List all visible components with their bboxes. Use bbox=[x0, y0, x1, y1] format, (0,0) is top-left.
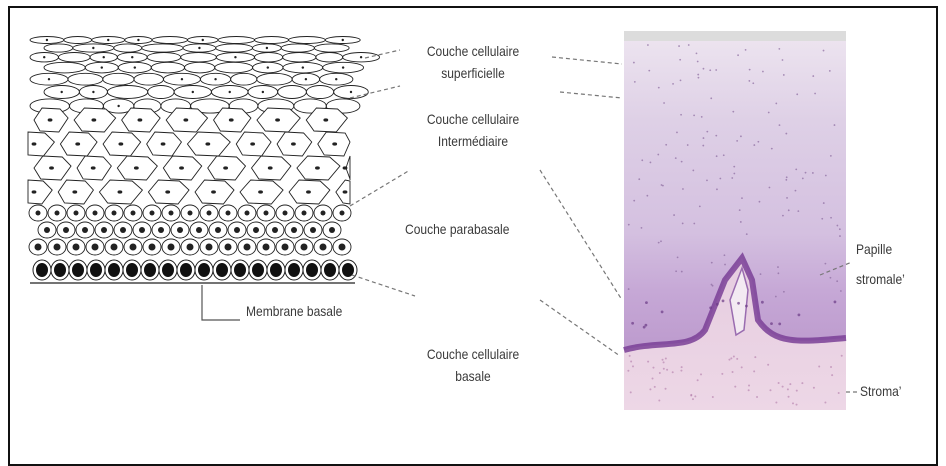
label-membrane-basale: Membrane basale bbox=[246, 300, 342, 322]
label-basal-line1: Couche cellulaire bbox=[413, 343, 533, 365]
leader-membrane bbox=[202, 285, 240, 320]
label-intermediate: Couche cellulaire Intermédiaire bbox=[417, 108, 529, 152]
label-intermediate-line2: Intermédiaire bbox=[417, 130, 529, 152]
label-superficial-line2: superficielle bbox=[417, 62, 529, 84]
label-stroma: Stroma’ bbox=[860, 380, 901, 402]
leader-basal-left bbox=[352, 275, 415, 296]
leader-basal-right bbox=[540, 300, 620, 356]
leader-papille bbox=[820, 262, 852, 275]
leader-superficial-right2 bbox=[560, 92, 622, 98]
leader-intermediate-right bbox=[540, 170, 622, 300]
label-basal: Couche cellulaire basale bbox=[413, 343, 533, 387]
label-superficial-line1: Couche cellulaire bbox=[417, 40, 529, 62]
label-papille-line1: Papille bbox=[856, 238, 905, 260]
label-superficial: Couche cellulaire superficielle bbox=[417, 40, 529, 84]
leader-superficial-left2 bbox=[350, 86, 400, 98]
leader-superficial-right bbox=[552, 57, 622, 64]
leader-intermediate-left bbox=[350, 170, 410, 206]
label-parabasal: Couche parabasale bbox=[405, 218, 509, 240]
label-papille: Papille stromale’ bbox=[856, 238, 905, 290]
label-basal-line2: basale bbox=[413, 365, 533, 387]
leader-superficial-left bbox=[365, 50, 400, 58]
label-intermediate-line1: Couche cellulaire bbox=[417, 108, 529, 130]
label-papille-line2: stromale’ bbox=[856, 268, 905, 290]
